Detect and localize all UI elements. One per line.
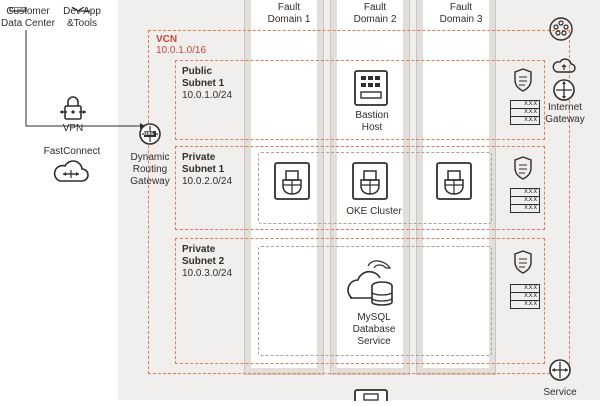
route-table-icon: X.X.X X.X.X X.X.X bbox=[510, 188, 540, 213]
fault-domain-2 bbox=[330, 0, 410, 375]
security-list-icon bbox=[513, 250, 533, 279]
security-list-icon bbox=[513, 68, 533, 97]
vcn-cidr: 10.0.1.0/16 bbox=[156, 45, 207, 56]
vpn-label: VPN bbox=[62, 123, 84, 134]
bottom-service-icon bbox=[354, 388, 388, 406]
fastconnect-cloud-icon bbox=[52, 158, 90, 189]
dev-tools-label: Dev App&Tools bbox=[63, 6, 101, 29]
oke-node-icon bbox=[352, 162, 388, 205]
vcn-title: VCN bbox=[156, 34, 178, 45]
public-subnet-1 bbox=[175, 60, 545, 140]
bastion-host-icon bbox=[354, 70, 388, 111]
service-gateway-icon bbox=[548, 358, 572, 387]
route-table-icon: X.X.X X.X.X X.X.X bbox=[510, 100, 540, 125]
oke-node-icon bbox=[274, 162, 310, 205]
private-subnet-1 bbox=[175, 146, 545, 230]
drg-badge: DRG bbox=[144, 131, 154, 136]
oke-node-icon bbox=[436, 162, 472, 205]
security-list-icon bbox=[513, 156, 533, 185]
mysql-box bbox=[258, 246, 492, 356]
route-table-icon: X.X.X X.X.X X.X.X bbox=[510, 284, 540, 309]
service-gateway-label: Service bbox=[543, 387, 577, 398]
fastconnect-label: FastConnect bbox=[43, 146, 101, 157]
vcn-boundary bbox=[148, 30, 570, 374]
dynamic-routing-gateway-icon bbox=[138, 122, 162, 151]
dev-tools-icon bbox=[70, 0, 92, 18]
fault-domain-3 bbox=[416, 0, 496, 375]
oke-cluster-label: OKE Cluster bbox=[346, 206, 402, 217]
region-network-icon bbox=[548, 16, 574, 47]
customer-data-center-icon bbox=[8, 0, 28, 18]
mysql-database-icon bbox=[346, 256, 396, 313]
internet-gateway-icon bbox=[552, 58, 576, 109]
vpn-lock-icon bbox=[58, 96, 88, 127]
private-subnet-2 bbox=[175, 238, 545, 364]
oke-cluster-box bbox=[258, 152, 492, 224]
